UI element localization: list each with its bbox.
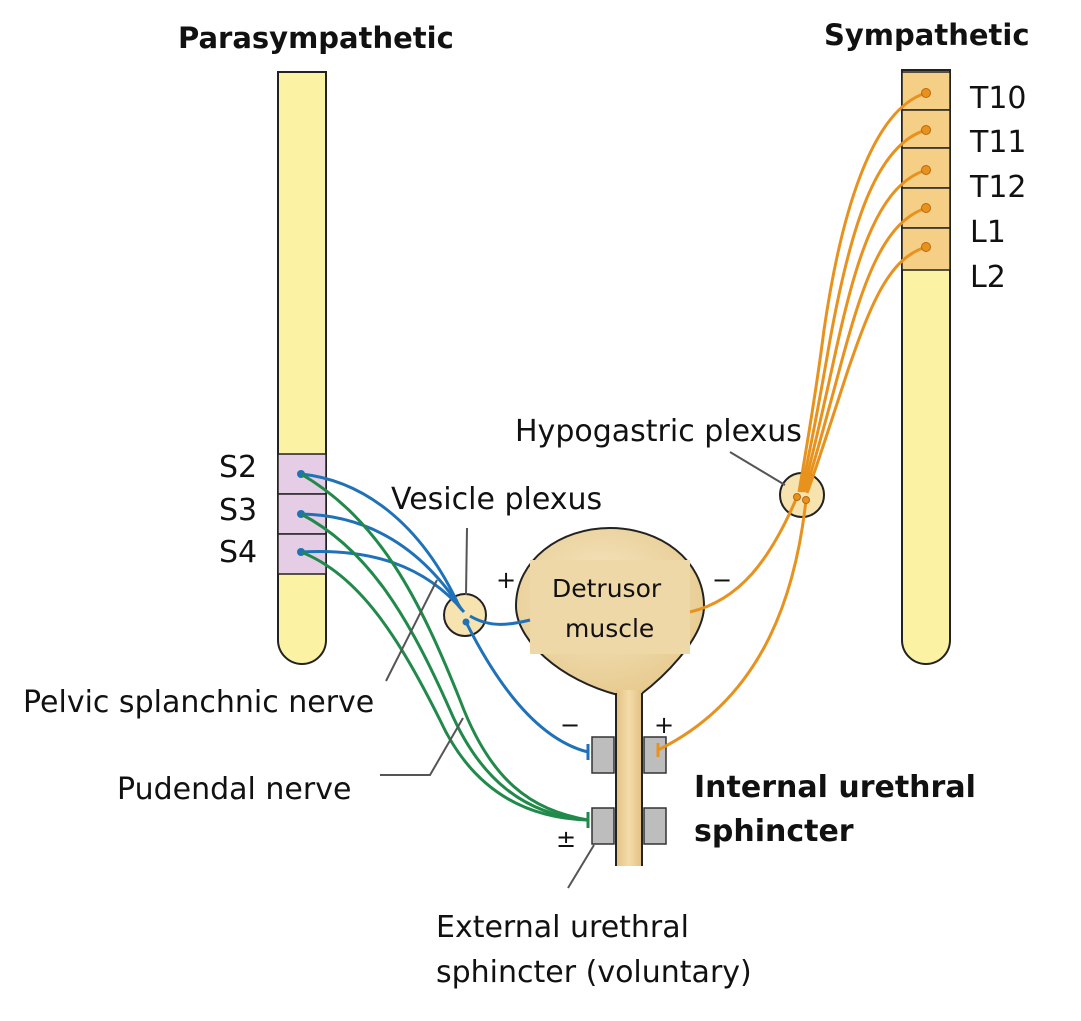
dot-vesicle: [462, 618, 470, 626]
segment-s3-label: S3: [219, 493, 257, 528]
dot-l2: [921, 242, 931, 252]
sympathetic-to-detrusor: [689, 496, 799, 614]
sign-detrusor-para: +: [496, 566, 516, 594]
para-fiber-s2: [300, 472, 462, 609]
internal-sphincter-right: [643, 736, 667, 774]
detrusor-label-line2: muscle: [565, 614, 654, 643]
sympathetic-fiber-l2: [805, 245, 927, 494]
external-sphincter-left: [591, 807, 615, 845]
detrusor-label-box: [530, 560, 690, 654]
sign-external-pudendal: ±: [556, 825, 576, 853]
pudendal-fiber-s4: [300, 550, 589, 822]
sympathetic-segment-dots: [793, 88, 931, 504]
leader-hypogastric: [729, 451, 786, 486]
para-to-detrusor: [469, 614, 531, 626]
para-fiber-s3: [300, 512, 464, 611]
leader-lines: [380, 451, 786, 889]
segment-t10-label: T10: [969, 81, 1027, 116]
dot-t12: [921, 165, 931, 175]
sacral-spinal-cord: [277, 71, 327, 665]
pudendal-nerves: [300, 472, 590, 828]
segment-t12-label: T12: [969, 170, 1027, 205]
dot-l1: [921, 203, 931, 213]
external-sphincter-right: [643, 807, 667, 845]
hypogastric-plexus-label: Hypogastric plexus: [515, 414, 802, 449]
internal-urethral-sphincter-label-line1: Internal urethral: [694, 770, 976, 805]
leader-pelvic-splanchnic: [385, 579, 438, 682]
sympathetic-title: Sympathetic: [824, 18, 1030, 52]
external-urethral-sphincter-label-line2: sphincter (voluntary): [436, 955, 752, 990]
sympathetic-nerves: [656, 91, 927, 757]
leader-vesicle: [465, 527, 468, 596]
internal-urethral-sphincter-label-line2: sphincter: [694, 814, 854, 849]
para-to-internal-sphincter: [464, 621, 589, 754]
sympathetic-fiber-l1: [803, 206, 927, 493]
segment-s4-label: S4: [219, 535, 257, 570]
urethra: [616, 690, 642, 866]
sympathetic-fiber-t11: [799, 128, 927, 493]
segment-s2-label: S2: [219, 450, 257, 485]
segment-l1-label: L1: [970, 215, 1006, 250]
sign-internal-para: −: [560, 711, 580, 739]
segment-t11-label: T11: [969, 125, 1027, 160]
bladder: [514, 526, 706, 866]
detrusor-label-line1: Detrusor: [552, 574, 662, 603]
internal-sphincter-left: [591, 736, 615, 774]
dot-t11: [921, 125, 931, 135]
leader-pudendal: [380, 717, 464, 776]
sympathetic-fiber-t12: [801, 168, 927, 493]
external-urethral-sphincter-label-line1: External urethral: [436, 910, 689, 945]
dot-t10: [921, 88, 931, 98]
dot-hypogastric-1: [793, 493, 801, 501]
sympathetic-fiber-t10: [797, 91, 927, 493]
leader-external: [567, 844, 595, 889]
sympathetic-to-internal-sphincter: [657, 499, 808, 752]
pelvic-splanchnic-nerve-label: Pelvic splanchnic nerve: [23, 685, 374, 720]
pudendal-fiber-s3: [300, 512, 589, 822]
pudendal-nerve-label: Pudendal nerve: [117, 772, 351, 807]
vesicle-plexus-ganglion: [443, 593, 487, 637]
vesicle-plexus-label: Vesicle plexus: [391, 482, 602, 517]
dot-hypogastric-2: [802, 496, 810, 504]
sign-detrusor-symp: −: [712, 566, 732, 594]
sign-internal-symp: +: [654, 711, 674, 739]
segment-l2-label: L2: [970, 260, 1006, 295]
pudendal-fiber-s2: [300, 472, 589, 822]
parasympathetic-title: Parasympathetic: [178, 21, 454, 55]
